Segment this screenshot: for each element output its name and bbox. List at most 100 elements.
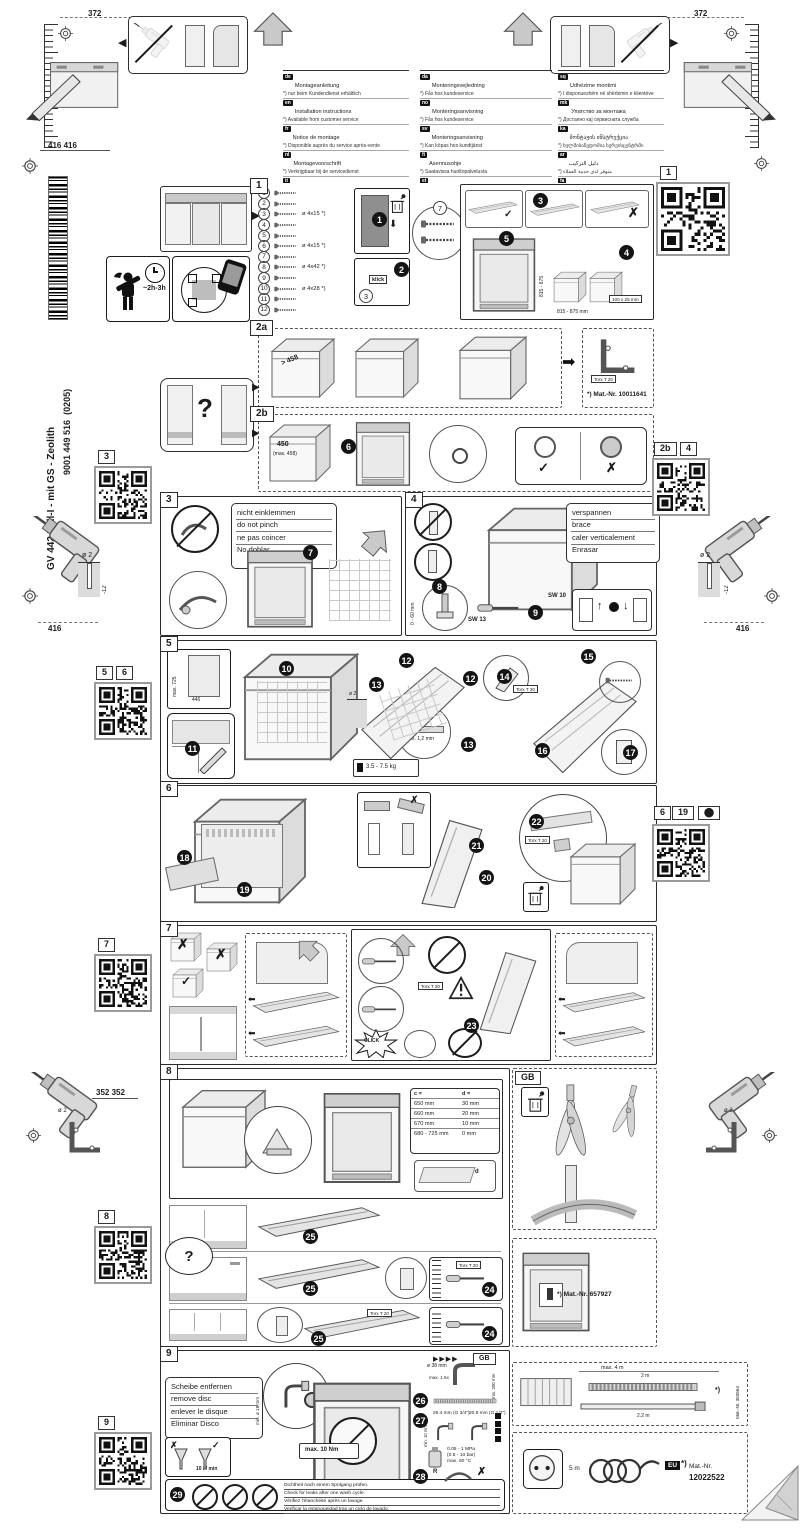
hinge-size-label: 100 x 25 mm [609,295,642,303]
screw-detail-circle [599,661,641,703]
qr-label-8: 8 [98,1210,116,1224]
step-5-badge: 5 [499,231,514,246]
section-6-label: 6 [160,781,178,797]
arrow-left-icon: ⬅ [558,1028,566,1038]
mat-nr-350564: Mat.-Nr. 350564 [735,1386,740,1419]
language-note: *) nur beim Kundendienst erhältlich [283,90,361,97]
tool-label: Torx T 20 [513,685,538,693]
qr-label-9: 9 [98,1416,116,1430]
click-text: CLICK [364,1038,380,1044]
check-mark: ✓ [212,1440,220,1450]
step-25c-badge: 25 [311,1331,326,1346]
torque-value: max. 10 Nm [305,1447,339,1453]
part-row: 1 [258,187,350,200]
language-note: *) Fås hos kundeservice [420,90,474,97]
qr-label-2b: 2b [654,442,677,456]
no-icon-2 [222,1484,248,1510]
step-1-badge: 1 [372,212,387,227]
step-15-badge: 15 [581,649,596,664]
plinth-strip-row2 [257,1255,381,1295]
language-entry: kaმონტაჟის ინსტრუქცია*) ხელმისაწვდომია ს… [558,125,664,152]
question-cloud: ? [165,1237,213,1275]
qr-label-6b: 6 [654,806,672,820]
cabinet-variant-3 [169,1309,247,1341]
drill-hole [698,562,720,597]
pressure-mpa: 0.05 - 1 MPa [447,1447,475,1452]
pressure-spec: 0.05 - 1 MPa (0.5 - 10 bar) max. 60 °C [447,1447,499,1465]
language-note: *) متوفر لدى خدمة العملاء [558,168,612,175]
screw-icon [419,219,459,229]
dim-line [38,622,98,623]
part-glyph [273,301,299,319]
fitting-drawing [597,335,641,379]
divider [580,432,581,480]
dispose-box [521,1087,549,1117]
cabinet-drawing [439,335,547,401]
crosshair [26,1128,41,1143]
no-icon-1 [192,1484,218,1510]
language-code: ka [558,125,568,132]
hose-22m: 2.2 m [637,1413,650,1419]
language-code: no [420,99,431,106]
language-title: Notice de montage [292,134,340,141]
screwdriver-icon [444,1318,488,1330]
language-code: de [283,73,293,80]
step-8-badge: 8 [432,579,447,594]
step-24-badge: 24 [482,1282,497,1297]
step-25b-badge: 25 [303,1281,318,1296]
section-5-label: 5 [160,636,178,652]
trash-icon [387,193,407,215]
qr-code-1 [656,182,730,256]
note-en: do not pinch [236,520,332,533]
language-entry: faراهنمای نصب*) قابل تهیه از خدمات مشتری… [558,177,664,183]
section-8-label: 8 [160,1064,178,1080]
language-code: en [283,99,293,106]
screwdriver-detail-1 [358,938,404,984]
crosshair-mid-right [754,156,769,171]
section-2b-box: 450 (max. 458) 6 ✓ ✗ [258,414,654,492]
radiator-drawing [519,1373,573,1413]
step-11-badge: 11 [185,741,200,756]
language-note: *) Available from customer service [283,116,359,123]
language-title: Asennusohje [429,160,462,167]
worktop [165,193,247,203]
pointer: ▶ [252,382,260,393]
note-fr: enlever le disque [170,1406,258,1419]
flush-ring [534,436,556,458]
panel-width: 446 [192,697,201,703]
part-spec: ø 4x15 *) [302,211,326,218]
country-flags [495,1413,501,1443]
door-grid [257,681,327,743]
house-shape [192,280,216,300]
which-cabinet-box: ? [160,378,254,452]
section-1-label: 1 [250,178,268,194]
cord-length: 5 m [569,1465,580,1472]
language-note: *) Verkrijgbaar bij de servicedienst [283,168,359,175]
leak-fr: Vérifiez l'étanchéité après un lavage. [284,1498,500,1506]
cabinet-front-box [160,186,252,252]
qr-label-4: 4 [680,442,698,456]
step-17-badge: 17 [623,745,638,760]
drill-left-diameter: ø 2 [82,552,93,559]
language-code: sv [420,125,430,132]
appliance-niche [192,203,220,245]
clock-icon [145,263,165,283]
arrow-down-icon: ⬇ [389,219,398,230]
foot-detail-circle [422,585,468,631]
weight-icon [357,763,363,772]
barcode [48,176,68,320]
cross-mark: ✗ [215,946,227,962]
pencil-cabinet-left [22,50,134,122]
pointer-left: ◀ [118,37,127,49]
part-row: 9 [258,272,350,285]
qr-label-3: 3 [98,450,116,464]
part-spec: ø 4x15 *) [302,243,326,250]
note-en: brace [571,520,655,533]
hose-detail-circle [169,571,227,629]
pilot-dia: ø 2 [349,691,357,697]
dim-line-right [648,17,744,18]
crosshair-top-right [724,26,739,41]
language-title: Monteringsvejledning [431,82,485,89]
